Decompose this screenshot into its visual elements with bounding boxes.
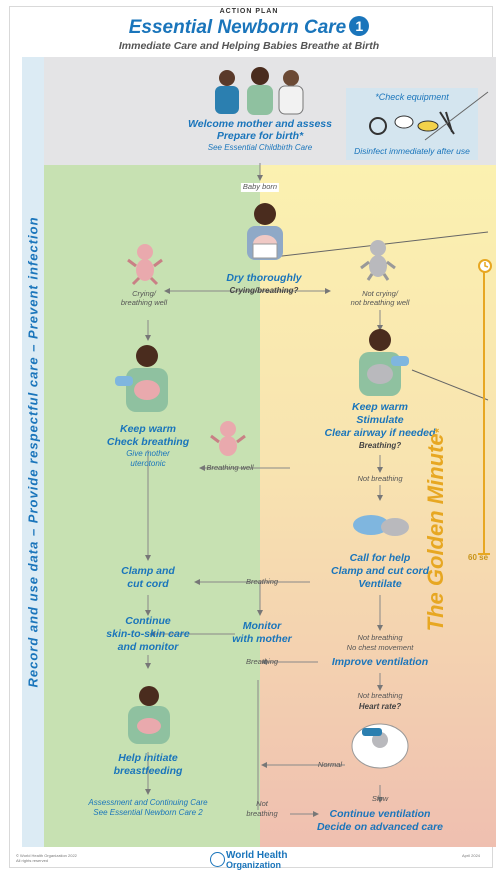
help-initiate-1: Help initiate — [118, 752, 178, 764]
not-label: Not — [256, 799, 268, 808]
childbirth-ref[interactable]: See Essential Childbirth Care — [207, 143, 313, 152]
sixty-seconds-label: 60 se — [468, 553, 489, 562]
breathing-1-label: Breathing — [245, 577, 279, 586]
clamp-left-1: Clamp and — [121, 565, 175, 577]
heart-rate-illustration — [351, 723, 409, 769]
breathing-3-label: breathing — [246, 809, 278, 818]
who-name-1: World Health — [226, 850, 288, 861]
equipment-box: *Check equipment Disinfect immediately a… — [346, 88, 478, 160]
breathing-2-label: Breathing — [245, 657, 279, 666]
stimulate-illustration — [359, 329, 409, 396]
equipment-caption: Disinfect immediately after use — [354, 146, 470, 156]
improve-ventilation: Improve ventilation — [331, 656, 429, 668]
stimulate-label: Stimulate — [356, 414, 404, 426]
not-crying-1: Not crying/ — [362, 289, 398, 298]
monitor-2: with mother — [232, 633, 292, 645]
title-text: Essential Newborn Care — [128, 17, 347, 38]
normal-label: Normal — [317, 760, 343, 769]
equipment-icon — [369, 111, 455, 135]
prepare-label: Prepare for birth* — [216, 130, 304, 142]
continue-skin-2: skin-to-skin care — [106, 628, 190, 640]
copyright: © World Health Organization 2022 All rig… — [16, 853, 77, 863]
keep-warm-left: Keep warm — [119, 423, 177, 435]
page-subtitle: Immediate Care and Helping Babies Breath… — [118, 40, 380, 52]
golden-minute-star: * — [432, 428, 446, 434]
crying-well-1: Crying/ — [132, 289, 156, 298]
help-initiate-2: breastfeeding — [113, 765, 183, 777]
ventilate-label: Ventilate — [358, 578, 402, 590]
number-badge: 1 — [349, 16, 370, 36]
give-mother-1: Give mother — [126, 449, 170, 458]
continue-skin-3: and monitor — [117, 641, 179, 653]
crying-question: Crying/breathing? — [229, 286, 299, 295]
keep-warm-right: Keep warm — [351, 401, 409, 413]
dry-baby-illustration — [247, 203, 283, 260]
copyright-line-2: All rights reserved — [16, 858, 49, 864]
not-breathing-2: Not breathing — [357, 633, 403, 642]
welcome-illustration — [215, 67, 304, 115]
kicker: ACTION PLAN — [219, 8, 279, 15]
side-banner — [22, 57, 44, 847]
not-breathing-3: Not breathing — [357, 691, 403, 700]
give-mother-2[interactable]: uterotonic — [130, 459, 166, 468]
continue-ventilation: Continue ventilation — [329, 808, 431, 820]
check-breathing: Check breathing — [106, 436, 190, 448]
baby-pink-icon — [127, 244, 163, 286]
breastfeeding-illustration — [128, 686, 170, 744]
crying-well-2: breathing well — [120, 298, 168, 307]
who-name-2: Organization — [226, 860, 282, 870]
slow-label: Slow — [371, 794, 389, 803]
no-chest-movement: No chest movement — [346, 643, 414, 652]
publish-date: April 2024 — [462, 853, 481, 858]
keep-warm-left-illustration — [115, 345, 168, 412]
not-breathing-1: Not breathing — [357, 474, 403, 483]
welcome-label: Welcome mother and assess — [188, 118, 332, 130]
clock-icon — [478, 259, 492, 273]
golden-minute-text: The Golden Minute — [423, 433, 448, 632]
dry-label: Dry thoroughly — [226, 272, 302, 284]
ventilate-illustration — [353, 515, 409, 536]
clear-airway: Clear airway if needed — [324, 427, 436, 439]
clamp-left-2: cut cord — [127, 578, 169, 590]
who-logo-icon — [210, 852, 225, 867]
baby-born-label: Baby born — [240, 182, 280, 192]
baby-breathing-icon — [210, 421, 246, 456]
baby-grey-icon — [360, 240, 396, 281]
equipment-title: *Check equipment — [375, 92, 449, 102]
assessment-ref-2[interactable]: See Essential Newborn Care 2 — [93, 808, 203, 817]
not-crying-2: not breathing well — [350, 298, 410, 307]
clamp-cut-right: Clamp and cut cord — [330, 565, 430, 577]
monitor-1: Monitor — [242, 620, 282, 632]
breathing-question: Breathing? — [358, 441, 402, 450]
breathing-well-label: Breathing well — [206, 463, 254, 472]
copyright-line-1: © World Health Organization 2022 — [16, 853, 77, 858]
assessment-ref-1: Assessment and Continuing Care — [88, 798, 208, 807]
call-help: Call for help — [349, 552, 411, 564]
golden-minute-timeline — [478, 270, 490, 555]
golden-minute-label: The Golden Minute* — [423, 429, 449, 632]
continue-skin-1: Continue — [125, 615, 171, 627]
heart-rate-question: Heart rate? — [358, 702, 402, 711]
decide-advanced-care: Decide on advanced care — [316, 821, 444, 833]
